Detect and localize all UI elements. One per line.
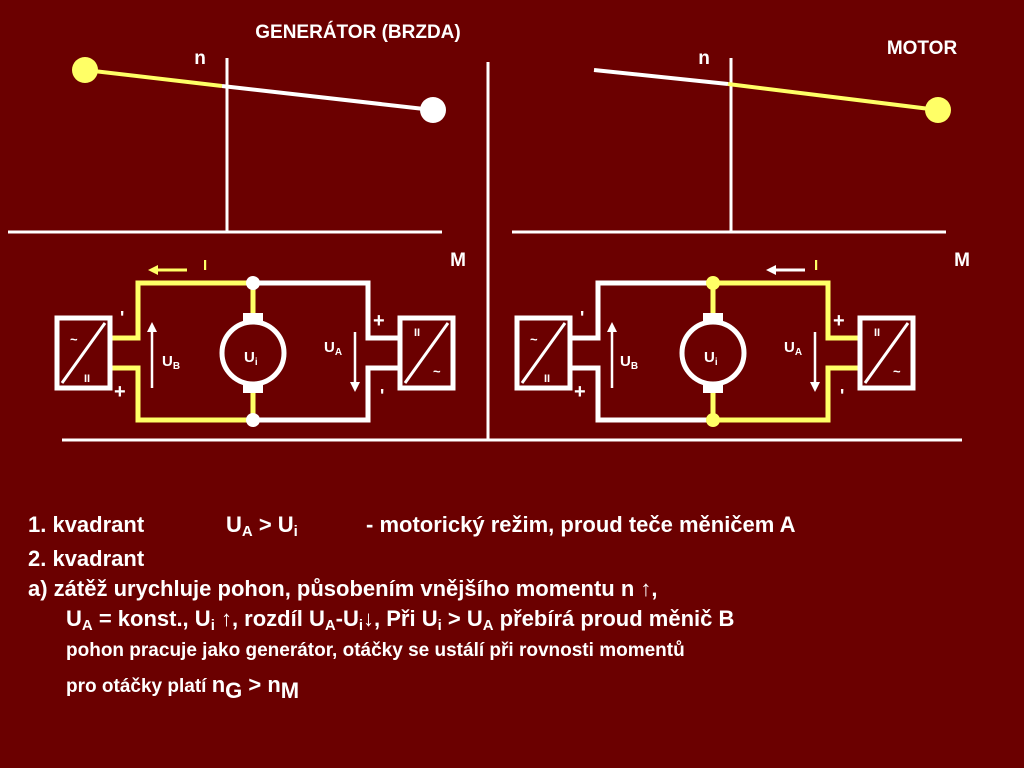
right-char-white xyxy=(593,68,729,86)
right-m-label: M xyxy=(954,250,970,271)
right-converter-b-ac: ~ xyxy=(893,364,901,379)
right-motor-brush-top xyxy=(703,313,723,321)
right-plus-a: + xyxy=(574,381,586,403)
left-current-arrowhead xyxy=(148,265,158,275)
right-converter-b xyxy=(857,315,916,391)
left-motor-brush-top xyxy=(243,313,263,321)
right-plus-b: + xyxy=(833,310,845,332)
right-wire-top-right xyxy=(713,280,860,341)
left-ua-arrowhead xyxy=(350,382,360,392)
right-circuit: ~ II II ~ Ui I UB UA ' + + ' xyxy=(514,257,916,427)
right-wire-bottom-right xyxy=(713,365,860,423)
left-wire-bottom-right xyxy=(253,365,400,423)
right-converter-a-dc: II xyxy=(544,373,550,385)
left-char-yellow xyxy=(84,68,223,88)
right-char-yellow xyxy=(727,82,939,112)
right-wire-top-left xyxy=(570,280,713,341)
left-wire-bottom-left xyxy=(110,365,253,423)
left-motor-brush-bottom xyxy=(243,385,263,393)
left-point-yellow xyxy=(72,57,98,83)
left-circuit: ~ II II ~ Ui I UB UA ' + + ' xyxy=(54,257,456,427)
left-point-white xyxy=(420,97,446,123)
right-node-top xyxy=(706,276,720,290)
left-char-white xyxy=(221,84,434,112)
right-ua-label: UA xyxy=(784,339,802,358)
left-plus-a: + xyxy=(114,381,126,403)
left-n-label: n xyxy=(194,48,206,69)
left-ub-label: UB xyxy=(162,353,180,372)
right-current-arrowhead xyxy=(766,265,776,275)
quadrant-1-label: 1. kvadrant xyxy=(28,512,145,537)
left-converter-b-diag xyxy=(403,322,450,384)
text-line-5: pohon pracuje jako generátor, otáčky se … xyxy=(66,640,685,661)
left-wire-top-left xyxy=(110,280,253,341)
left-converter-a-diag xyxy=(60,322,107,384)
right-ub-label: UB xyxy=(620,353,638,372)
right-converter-b-diag xyxy=(863,322,910,384)
right-minus-b: ' xyxy=(840,386,844,406)
left-converter-a xyxy=(54,315,113,391)
right-motor-brush-bottom xyxy=(703,385,723,393)
text-line-2: 2. kvadrant xyxy=(28,546,145,571)
left-node-bottom xyxy=(246,413,260,427)
text-line-6: pro otáčky platí nG > nM xyxy=(66,672,300,704)
left-ub-arrowhead xyxy=(147,322,157,332)
left-m-label: M xyxy=(450,250,466,271)
motor-title: MOTOR xyxy=(887,38,958,59)
left-motor-ui: Ui xyxy=(244,349,258,368)
right-node-bottom xyxy=(706,413,720,427)
right-minus-a: ' xyxy=(580,308,584,328)
quadrant-1-condition: UA > Ui xyxy=(226,512,298,541)
left-ua-label: UA xyxy=(324,339,342,358)
left-converter-a-ac: ~ xyxy=(70,332,78,347)
left-converter-a-dc: II xyxy=(84,373,90,385)
right-ua-arrowhead xyxy=(810,382,820,392)
quadrant-1-description: - motorický režim, proud teče měničem A xyxy=(366,512,796,537)
right-point-yellow xyxy=(925,97,951,123)
left-converter-b-ac: ~ xyxy=(433,364,441,379)
left-current-label: I xyxy=(203,257,207,274)
text-line-3: a) zátěž urychluje pohon, působením vněj… xyxy=(28,576,658,601)
left-node-top xyxy=(246,276,260,290)
right-ub-arrowhead xyxy=(607,322,617,332)
right-converter-b-dc: II xyxy=(874,327,880,339)
text-line-4: UA = konst., Ui ↑, rozdíl UA-Ui↓, Při Ui… xyxy=(66,606,735,635)
text-line-1: 1. kvadrant UA > Ui - motorický režim, p… xyxy=(28,512,1008,546)
right-n-label: n xyxy=(698,48,710,69)
right-converter-a-ac: ~ xyxy=(530,332,538,347)
left-converter-b-dc: II xyxy=(414,327,420,339)
right-converter-a-diag xyxy=(520,322,567,384)
right-current-label: I xyxy=(814,257,818,274)
right-motor xyxy=(679,319,747,387)
left-wire-top-right xyxy=(253,280,400,341)
left-motor xyxy=(219,319,287,387)
left-minus-b: ' xyxy=(380,386,384,406)
generator-title: GENERÁTOR (BRZDA) xyxy=(255,21,460,43)
left-converter-b xyxy=(397,315,456,391)
left-plus-b: + xyxy=(373,310,385,332)
quadrant-diagram: GENERÁTOR (BRZDA) n M MOTOR n M ~ II II … xyxy=(8,21,970,442)
left-minus-a: ' xyxy=(120,308,124,328)
explanation-text: 1. kvadrant UA > Ui - motorický režim, p… xyxy=(28,512,1008,704)
right-wire-bottom-left xyxy=(570,365,713,423)
right-converter-a xyxy=(514,315,573,391)
right-motor-ui: Ui xyxy=(704,349,718,368)
